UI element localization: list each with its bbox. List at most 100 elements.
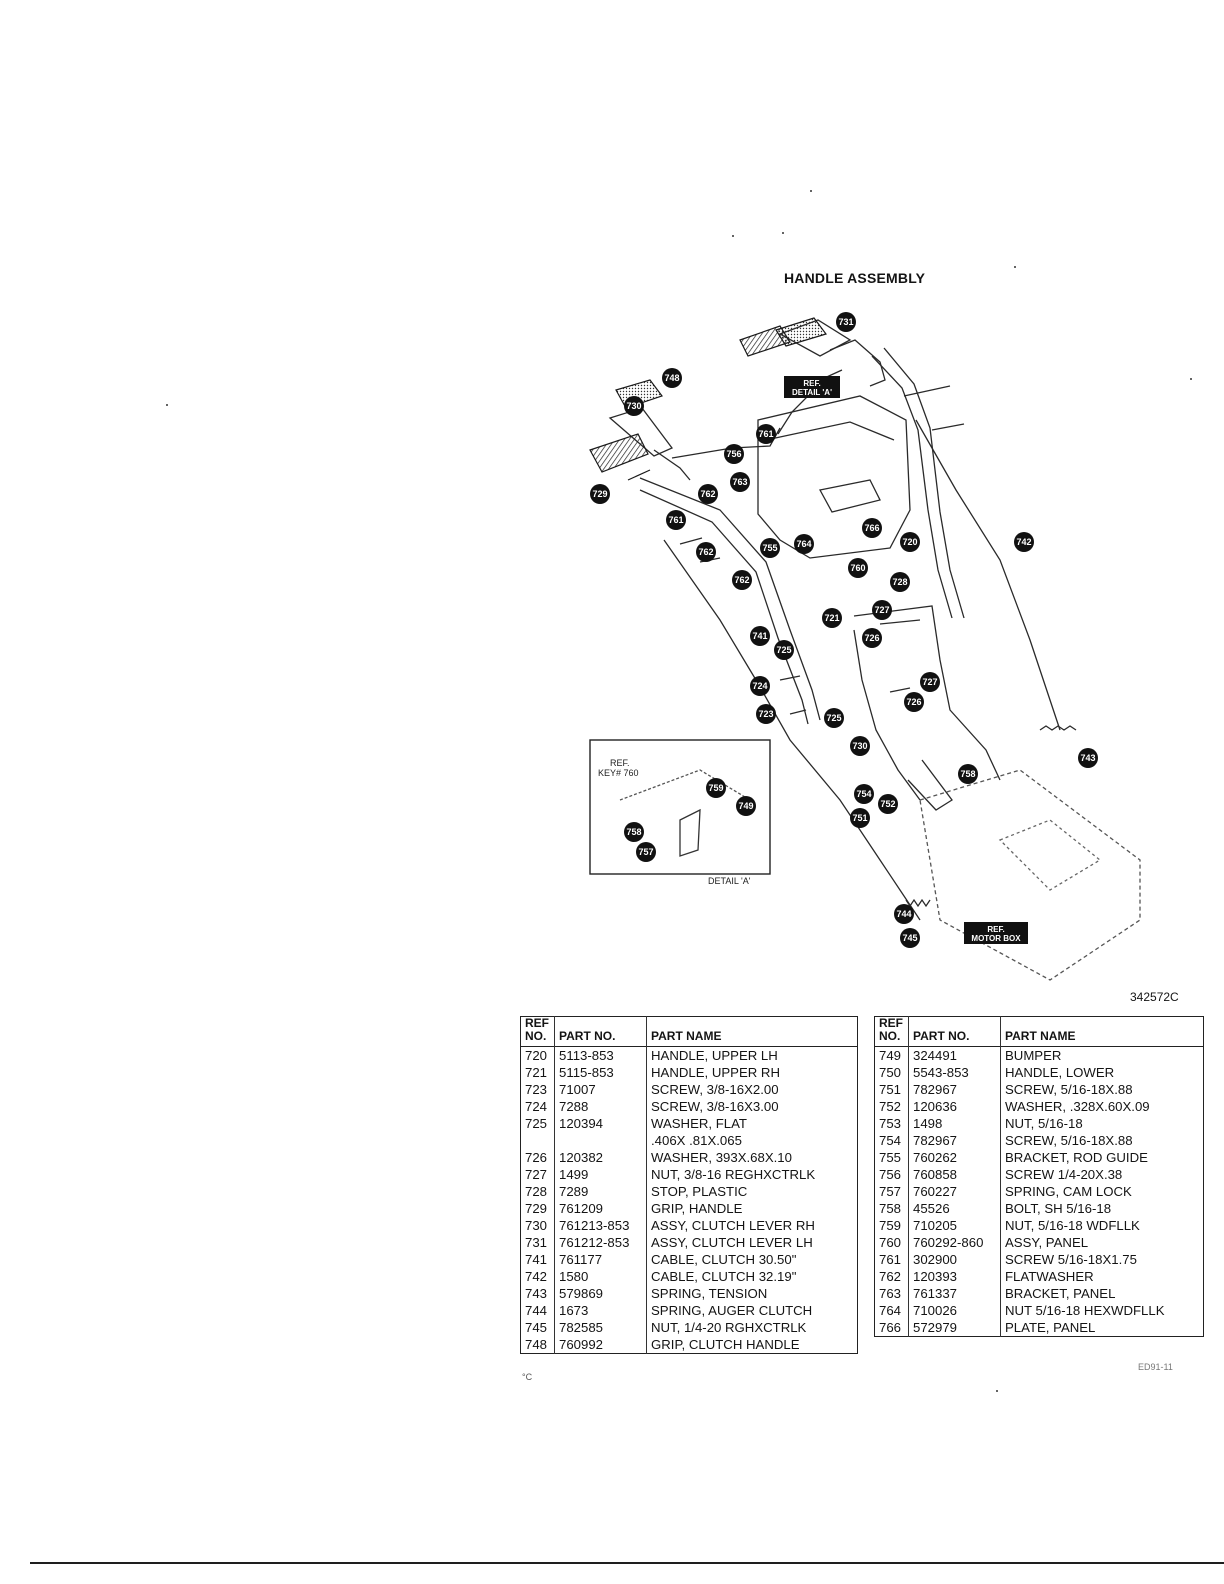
ref-no-cell: 748 bbox=[520, 1336, 555, 1354]
callout-label: 742 bbox=[1016, 537, 1031, 547]
part-no-cell: 782967 bbox=[908, 1081, 1001, 1098]
callout-label: 725 bbox=[826, 713, 841, 723]
part-no-cell: 761177 bbox=[554, 1251, 647, 1268]
callout-label: 744 bbox=[896, 909, 911, 919]
scan-speck bbox=[782, 232, 784, 234]
ref-no-cell: 761 bbox=[874, 1251, 909, 1268]
ref-no-cell: 759 bbox=[874, 1217, 909, 1234]
part-name-cell: NUT, 3/8-16 REGHXCTRLK bbox=[651, 1167, 816, 1182]
callout-label: 730 bbox=[852, 741, 867, 751]
callout-label: 762 bbox=[700, 489, 715, 499]
part-name-cell: FLATWASHER bbox=[1005, 1269, 1094, 1284]
ref-no-cell: 766 bbox=[874, 1319, 909, 1337]
callout-label: 724 bbox=[752, 681, 767, 691]
part-no-cell: 5543-853 bbox=[908, 1064, 1001, 1081]
part-name-cell: NUT 5/16-18 HEXWDFLLK bbox=[1005, 1303, 1165, 1318]
part-name-cell: SCREW, 5/16-18X.88 bbox=[1005, 1133, 1133, 1148]
part-name-cell: CABLE, CLUTCH 32.19" bbox=[651, 1269, 797, 1284]
scan-speck bbox=[1190, 378, 1192, 380]
ref-no-cell: 728 bbox=[520, 1183, 555, 1200]
callout-label: 741 bbox=[752, 631, 767, 641]
part-no-cell: 760292-860 bbox=[908, 1234, 1001, 1251]
part-no-cell: 760858 bbox=[908, 1166, 1001, 1183]
col-header-part-no: PART NO. bbox=[908, 1016, 1001, 1047]
part-name-cell: GRIP, HANDLE bbox=[651, 1201, 743, 1216]
part-name-cell: PLATE, PANEL bbox=[1005, 1320, 1096, 1335]
part-name-cell: BOLT, SH 5/16-18 bbox=[1005, 1201, 1112, 1216]
part-no-cell: 572979 bbox=[908, 1319, 1001, 1337]
callout-label: 720 bbox=[902, 537, 917, 547]
part-name-cell: NUT, 5/16-18 bbox=[1005, 1116, 1083, 1131]
part-name-cell: BRACKET, ROD GUIDE bbox=[1005, 1150, 1148, 1165]
part-no-cell: 782967 bbox=[908, 1132, 1001, 1149]
detail-a-caption: DETAIL 'A' bbox=[708, 876, 751, 886]
ref-no-cell: 750 bbox=[874, 1064, 909, 1081]
callout-label: 759 bbox=[708, 783, 723, 793]
callout-label: 752 bbox=[880, 799, 895, 809]
part-name-cell: SCREW, 5/16-18X.88 bbox=[1005, 1082, 1133, 1097]
callout-label: 723 bbox=[758, 709, 773, 719]
detail-a-ref-label: REF. bbox=[610, 758, 630, 768]
callout-label: 745 bbox=[902, 933, 917, 943]
callout-label: 721 bbox=[824, 613, 839, 623]
ref-no-cell: 742 bbox=[520, 1268, 555, 1285]
part-no-cell: 5115-853 bbox=[554, 1064, 647, 1081]
part-no-cell: 120393 bbox=[908, 1268, 1001, 1285]
ref-no-cell: 725 bbox=[520, 1115, 555, 1132]
ref-no-cell: 749 bbox=[874, 1046, 909, 1064]
callout-label: 726 bbox=[864, 633, 879, 643]
header-ref-line1: REF bbox=[525, 1016, 549, 1030]
handle-assembly-diagram: 731 748 730 761 756 763 729 762 761 762 … bbox=[589, 312, 1141, 981]
ref-no-cell: 762 bbox=[874, 1268, 909, 1285]
part-name-cell: BRACKET, PANEL bbox=[1005, 1286, 1116, 1301]
part-name-cell: ASSY, CLUTCH LEVER LH bbox=[651, 1235, 813, 1250]
part-no-cell: 710205 bbox=[908, 1217, 1001, 1234]
table-row: .406X .81X.065 bbox=[520, 1132, 858, 1149]
ref-motor-box-label: REF. bbox=[987, 925, 1004, 934]
callout-label: 754 bbox=[856, 789, 871, 799]
ref-no-cell: 720 bbox=[520, 1046, 555, 1064]
part-no-cell: 710026 bbox=[908, 1302, 1001, 1319]
part-name-cell: BUMPER bbox=[1005, 1048, 1062, 1063]
part-no-cell: 761209 bbox=[554, 1200, 647, 1217]
header-ref-line1: REF bbox=[879, 1016, 903, 1030]
ref-no-cell: 757 bbox=[874, 1183, 909, 1200]
callout-label: 760 bbox=[850, 563, 865, 573]
part-no-cell: 324491 bbox=[908, 1046, 1001, 1064]
part-no-cell: 1673 bbox=[554, 1302, 647, 1319]
ref-detail-label: REF. bbox=[803, 379, 820, 388]
callout-label: 749 bbox=[738, 801, 753, 811]
col-header-part-name: PART NAME bbox=[651, 1029, 722, 1043]
ref-no-cell: 726 bbox=[520, 1149, 555, 1166]
part-name-cell: HANDLE, LOWER bbox=[1005, 1065, 1115, 1080]
callout-label: 729 bbox=[592, 489, 607, 499]
part-name-cell: .406X .81X.065 bbox=[651, 1133, 742, 1148]
part-no-cell: 302900 bbox=[908, 1251, 1001, 1268]
col-header-part-no: PART NO. bbox=[554, 1016, 647, 1047]
header-ref-line2: NO. bbox=[879, 1029, 901, 1043]
ref-no-cell: 752 bbox=[874, 1098, 909, 1115]
scan-speck bbox=[1014, 266, 1016, 268]
ref-no-cell: 763 bbox=[874, 1285, 909, 1302]
callout-label: 728 bbox=[892, 577, 907, 587]
part-no-cell bbox=[554, 1132, 647, 1149]
part-name-cell: NUT, 1/4-20 RGHXCTRLK bbox=[651, 1320, 807, 1335]
callout-markers: 731 748 730 761 756 763 729 762 761 762 … bbox=[590, 312, 1098, 948]
callout-label: 762 bbox=[698, 547, 713, 557]
ref-no-cell: 723 bbox=[520, 1081, 555, 1098]
